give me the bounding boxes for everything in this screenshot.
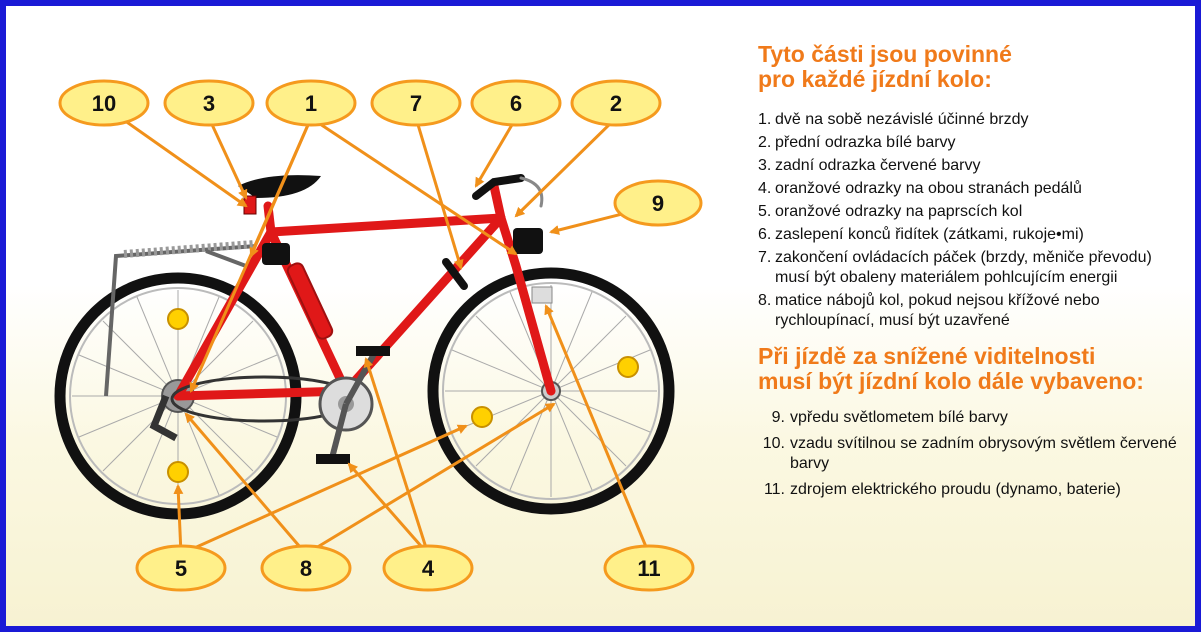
- list-item: 3.zadní odrazka červené barvy: [758, 156, 1195, 176]
- svg-text:9: 9: [652, 191, 664, 216]
- callout-arrows: [120, 116, 651, 556]
- svg-text:10: 10: [92, 91, 116, 116]
- item-number: 9.: [771, 409, 785, 426]
- callout-4: 4: [382, 544, 474, 592]
- item-number: 11.: [763, 481, 785, 498]
- item-number: 10.: [762, 435, 785, 452]
- callout-9: 9: [613, 179, 703, 227]
- svg-text:11: 11: [637, 556, 660, 581]
- item-number: 2.: [758, 134, 772, 151]
- spoke-reflectors: [167, 308, 639, 483]
- heading-line: musí být jízdní kolo dále vybaveno:: [758, 368, 1144, 394]
- list-item: 11. zdrojem elektrického proudu (dynamo, …: [758, 480, 1195, 500]
- heading-line: pro každé jízdní kolo:: [758, 66, 992, 92]
- svg-text:5: 5: [175, 556, 187, 581]
- callout-6: 6: [470, 79, 562, 127]
- item-number: 8.: [758, 292, 772, 309]
- callout-5: 5: [135, 544, 227, 592]
- crankset: [170, 346, 390, 464]
- handlebar: [472, 174, 544, 208]
- svg-text:8: 8: [300, 556, 312, 581]
- callout-11: 11: [603, 544, 695, 592]
- list-item: 9. vpředu světlometem bílé barvy: [758, 408, 1195, 428]
- list-item: 6.zaslepení konců řidítek (zátkami, ruko…: [758, 225, 1195, 245]
- item-text: zdrojem elektrického proudu (dynamo, bat…: [790, 481, 1121, 498]
- svg-text:6: 6: [510, 91, 522, 116]
- svg-text:1: 1: [305, 91, 317, 116]
- callout-8: 8: [260, 544, 352, 592]
- callout-3: 3: [163, 79, 255, 127]
- rear-rack: [104, 240, 257, 397]
- item-number: 1.: [758, 111, 772, 128]
- brake-lever: [442, 258, 468, 290]
- callout-2: 2: [570, 79, 662, 127]
- heading-line: Při jízdě za snížené viditelnosti: [758, 343, 1096, 369]
- derailleur: [149, 394, 178, 442]
- item-number: 7.: [758, 249, 772, 266]
- item-text: zaslepení konců řidítek (zátkami, rukoje…: [775, 226, 1084, 243]
- pump: [286, 262, 334, 340]
- saddle-bag: [262, 243, 290, 265]
- item-text: oranžové odrazky na paprscích kol: [775, 203, 1023, 220]
- item-number: 6.: [758, 226, 772, 243]
- callout-7: 7: [370, 79, 462, 127]
- mandatory-parts-heading: Tyto části jsou povinné pro každé jízdní…: [758, 41, 1195, 92]
- item-text: přední odrazka bílé barvy: [775, 134, 956, 151]
- item-text: vpředu světlometem bílé barvy: [790, 409, 1008, 426]
- headlight: [513, 228, 543, 254]
- list-item: 10. vzadu svítilnou se zadním obrysovým s…: [758, 434, 1195, 474]
- callout-10: 10: [58, 79, 150, 127]
- front-reflector-bracket: [531, 286, 553, 304]
- item-text: oranžové odrazky na obou stranách pedálů: [775, 180, 1082, 197]
- low-visibility-heading: Při jízdě za snížené viditelnosti musí b…: [758, 343, 1195, 394]
- legend-panel: Tyto části jsou povinné pro každé jízdní…: [758, 41, 1195, 506]
- svg-text:4: 4: [422, 556, 435, 581]
- list-item: 7.zakončení ovládacích páček (brzdy, měn…: [758, 248, 1195, 288]
- list-item: 2.přední odrazka bílé barvy: [758, 133, 1195, 153]
- item-text: vzadu svítilnou se zadním obrysovým svět…: [790, 435, 1177, 472]
- list-item: 5.oranžové odrazky na paprscích kol: [758, 202, 1195, 222]
- item-number: 4.: [758, 180, 772, 197]
- list-item: 4.oranžové odrazky na obou stranách pedá…: [758, 179, 1195, 199]
- bicycle-figure: 10 3 1 7 6 2 9 5: [54, 79, 703, 592]
- mandatory-parts-list: 1.dvě na sobě nezávislé účinné brzdy 2.p…: [758, 110, 1195, 331]
- item-text: dvě na sobě nezávislé účinné brzdy: [775, 111, 1029, 128]
- list-item: 1.dvě na sobě nezávislé účinné brzdy: [758, 110, 1195, 130]
- item-text: matice nábojů kol, pokud nejsou křížové …: [775, 292, 1100, 329]
- svg-text:3: 3: [203, 91, 215, 116]
- item-number: 3.: [758, 157, 772, 174]
- item-number: 5.: [758, 203, 772, 220]
- item-text: zakončení ovládacích páček (brzdy, měnič…: [775, 249, 1152, 286]
- callout-1: 1: [265, 79, 357, 127]
- list-item: 8.matice nábojů kol, pokud nejsou křížov…: [758, 291, 1195, 331]
- svg-text:7: 7: [410, 91, 422, 116]
- low-visibility-list: 9. vpředu světlometem bílé barvy 10. vzadu…: [758, 408, 1195, 500]
- svg-text:2: 2: [610, 91, 622, 116]
- saddle: [238, 175, 321, 215]
- heading-line: Tyto části jsou povinné: [758, 41, 1012, 67]
- item-text: zadní odrazka červené barvy: [775, 157, 981, 174]
